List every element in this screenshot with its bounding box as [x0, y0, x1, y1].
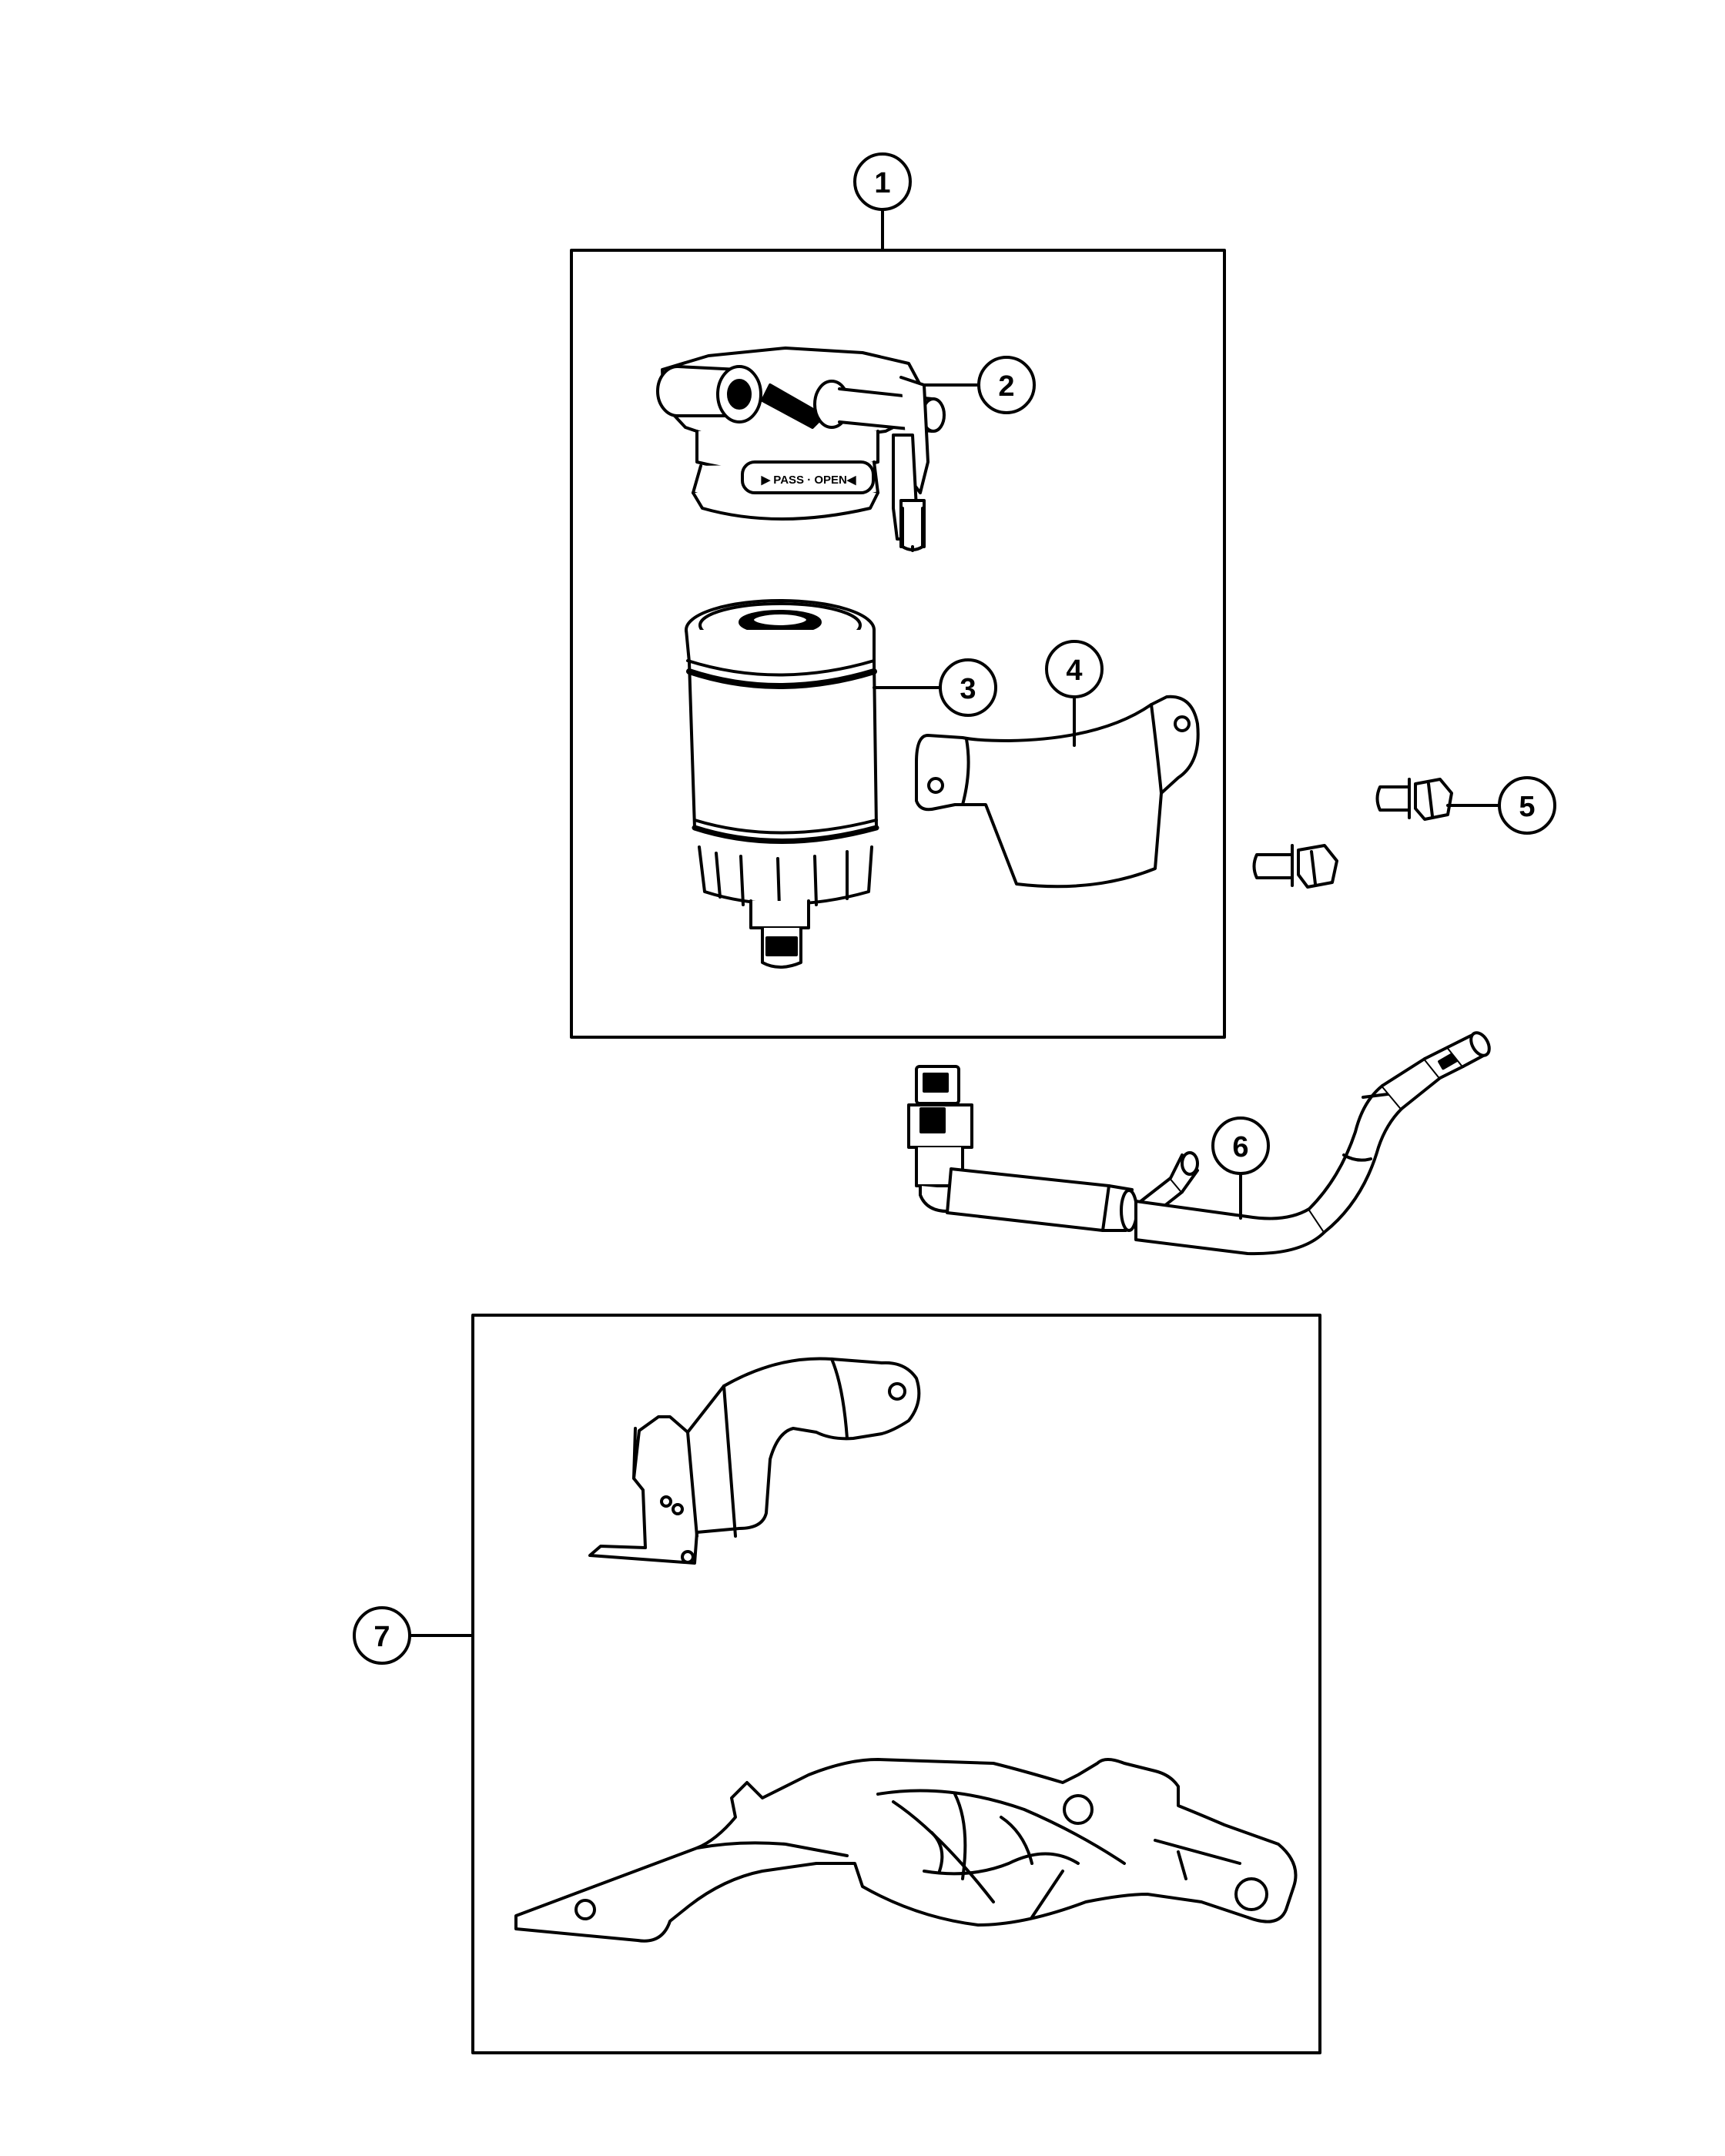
fuel-line [907, 1031, 1491, 1256]
housing-band-text: ▶ PASS · OPEN◀ [761, 474, 856, 487]
callout-1-label: 1 [874, 167, 890, 199]
filter-housing: ▶ PASS · OPEN◀ [656, 346, 946, 552]
callout-7-label: 7 [373, 1621, 390, 1653]
callout-4: 4 [1045, 640, 1104, 698]
callout-6-label: 6 [1232, 1131, 1248, 1163]
assembly-box-1 [570, 249, 1226, 1039]
callout-5: 5 [1498, 776, 1556, 835]
bolt-lower [1252, 844, 1338, 889]
lower-mounting-bracket [514, 1758, 1298, 1943]
callout-3: 3 [939, 658, 997, 717]
strap-bracket [915, 695, 1200, 889]
callout-6: 6 [1211, 1116, 1270, 1175]
filter-element [685, 599, 879, 969]
assembly-box-7 [471, 1314, 1321, 2054]
callout-1: 1 [853, 152, 912, 211]
callout-5-label: 5 [1519, 791, 1535, 823]
bolt-upper [1375, 778, 1453, 821]
callout-7: 7 [353, 1606, 411, 1665]
callout-2: 2 [977, 356, 1036, 414]
callout-4-label: 4 [1066, 654, 1082, 687]
callout-3-label: 3 [960, 673, 976, 705]
upper-mounting-bracket [588, 1357, 921, 1565]
callout-2-label: 2 [998, 370, 1014, 403]
